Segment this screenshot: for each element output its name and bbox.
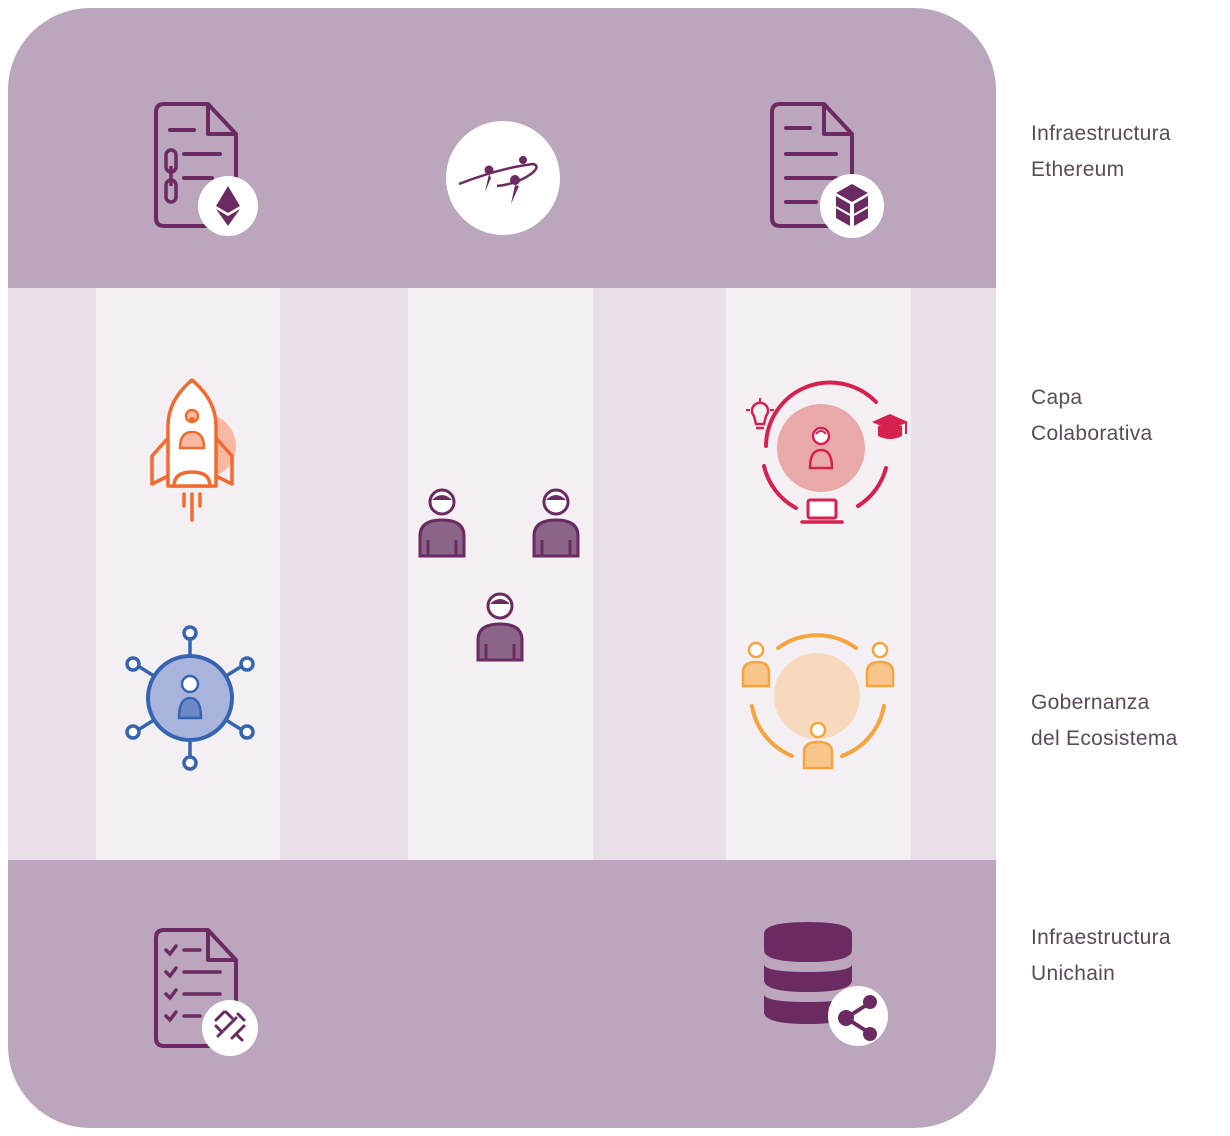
- community-people-icon: [412, 484, 586, 664]
- learning-cycle-person-icon: [740, 376, 910, 528]
- layer-label-ethereum: Infraestructura Ethereum: [1031, 116, 1226, 188]
- network-hub-person-icon: [124, 624, 256, 772]
- document-chain-ethereum-icon: [148, 100, 260, 240]
- column-center: [408, 288, 593, 860]
- column-right: [726, 288, 911, 860]
- layer-label-line2: Ethereum: [1031, 158, 1125, 181]
- network-logo-icon: [445, 120, 561, 236]
- layer-label-unichain: Infraestructura Unichain: [1031, 920, 1226, 992]
- rocket-person-icon: [130, 376, 242, 524]
- layer-label-governance: Gobernanza del Ecosistema: [1031, 685, 1226, 757]
- layer-label-line2: del Ecosistema: [1031, 727, 1178, 750]
- layer-label-line1: Infraestructura: [1031, 926, 1171, 949]
- layer-label-line1: Capa: [1031, 386, 1083, 409]
- governance-circle-people-icon: [738, 626, 898, 772]
- layer-label-line1: Infraestructura: [1031, 122, 1171, 145]
- layer-label-collaborative: Capa Colaborativa: [1031, 380, 1226, 452]
- database-share-icon: [760, 920, 892, 1048]
- layer-label-line1: Gobernanza: [1031, 691, 1150, 714]
- layer-label-line2: Colaborativa: [1031, 422, 1153, 445]
- document-block-icon: [764, 100, 888, 240]
- checklist-document-icon: [148, 926, 264, 1058]
- layer-label-line2: Unichain: [1031, 962, 1116, 985]
- column-left: [96, 288, 280, 860]
